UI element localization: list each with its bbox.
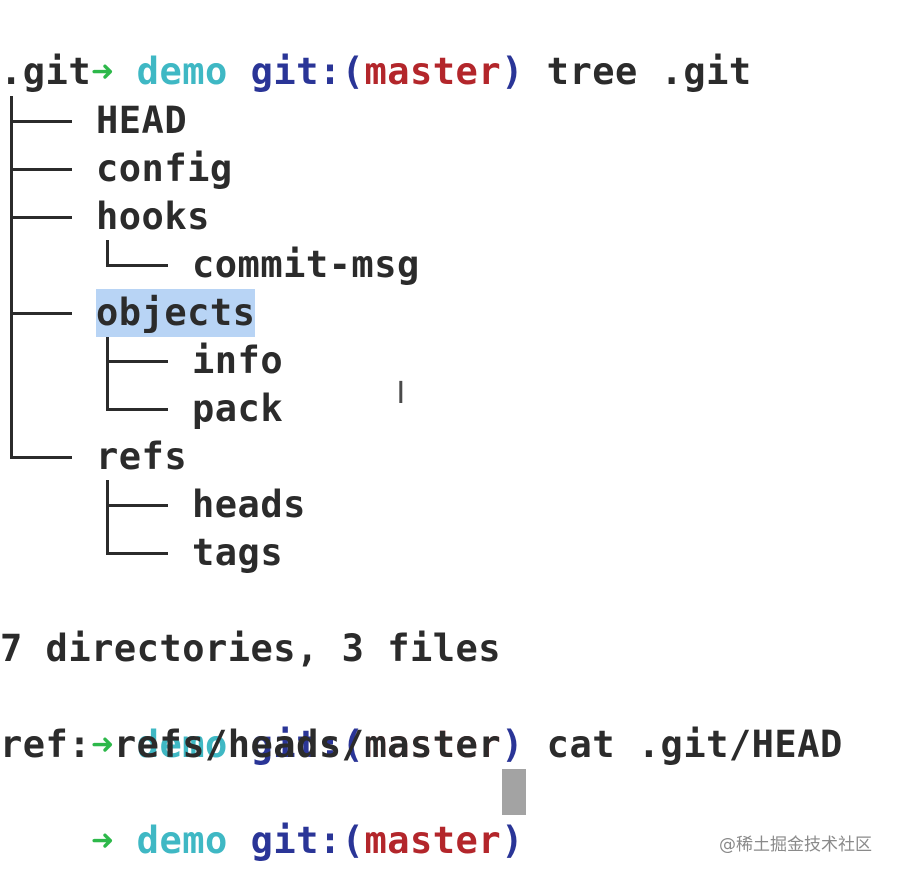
tree-trunk-objects bbox=[106, 336, 109, 410]
tree-branch-refs bbox=[10, 456, 72, 459]
tree-entry-refs: refs bbox=[96, 435, 188, 478]
tree-trunk-hooks bbox=[106, 240, 109, 266]
watermark: @稀土掘金技术社区 bbox=[719, 835, 872, 855]
tree-branch-hooks bbox=[10, 216, 72, 219]
terminal-cursor-block[interactable] bbox=[502, 769, 526, 815]
tree-entry-objects-selected: objects bbox=[96, 289, 256, 337]
tree-branch-head bbox=[10, 120, 72, 123]
tree-branch-config bbox=[10, 168, 72, 171]
prompt-close-paren: ) bbox=[501, 50, 524, 93]
tree-entry-heads: heads bbox=[192, 483, 306, 526]
tree-trunk-refs bbox=[106, 480, 109, 554]
tree-branch-objects bbox=[10, 312, 72, 315]
prompt-dir: demo bbox=[136, 819, 228, 862]
prompt-branch: master bbox=[364, 819, 502, 862]
prompt-line-2: ➜ demo git:(master) cat .git/HEAD bbox=[0, 673, 843, 766]
tree-branch-heads bbox=[106, 504, 168, 507]
prompt-arrow-icon: ➜ bbox=[91, 50, 114, 93]
tree-summary: 7 directories, 3 files bbox=[0, 627, 502, 670]
prompt-line-1: ➜ demo git:(master) tree .git bbox=[0, 0, 752, 93]
prompt-git-label: git: bbox=[250, 723, 342, 766]
prompt-branch: master bbox=[364, 723, 502, 766]
tree-entry-config: config bbox=[96, 147, 233, 190]
prompt-open-paren: ( bbox=[341, 723, 365, 766]
prompt-dir: demo bbox=[136, 723, 228, 766]
tree-branch-info bbox=[106, 360, 168, 363]
tree-entry-hooks: hooks bbox=[96, 195, 210, 238]
prompt-dir: demo bbox=[136, 50, 228, 93]
command-tree: tree .git bbox=[546, 50, 752, 93]
tree-root: .git bbox=[0, 50, 92, 93]
prompt-branch: master bbox=[364, 50, 502, 93]
tree-entry-tags: tags bbox=[192, 531, 284, 574]
command-cat: cat .git/HEAD bbox=[546, 723, 843, 766]
tree-branch-tags bbox=[106, 552, 168, 555]
prompt-arrow-icon: ➜ bbox=[91, 819, 114, 862]
tree-entry-pack: pack bbox=[192, 387, 284, 430]
prompt-close-paren: ) bbox=[501, 723, 524, 766]
head-content-output: ref: refs/heads/master bbox=[0, 723, 502, 766]
tree-branch-pack bbox=[106, 408, 168, 411]
prompt-git-label: git: bbox=[250, 50, 342, 93]
tree-entry-commit-msg: commit-msg bbox=[192, 243, 420, 286]
prompt-line-3[interactable]: ➜ demo git:(master) bbox=[0, 769, 524, 862]
prompt-arrow-icon: ➜ bbox=[91, 723, 114, 766]
prompt-close-paren: ) bbox=[501, 819, 524, 862]
prompt-open-paren: ( bbox=[341, 50, 365, 93]
tree-entry-head: HEAD bbox=[96, 99, 188, 142]
text-cursor-icon: I bbox=[396, 376, 406, 411]
prompt-open-paren: ( bbox=[341, 819, 365, 862]
tree-branch-commit-msg bbox=[106, 264, 168, 267]
tree-trunk-main bbox=[10, 96, 13, 458]
prompt-git-label: git: bbox=[250, 819, 342, 862]
tree-entry-info: info bbox=[192, 339, 284, 382]
